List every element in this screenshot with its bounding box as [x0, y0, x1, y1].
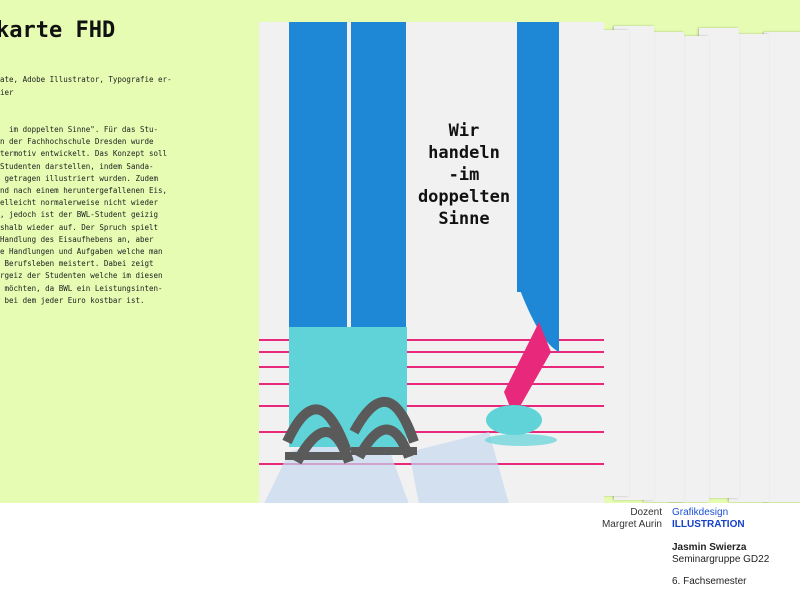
student-group: Seminargruppe GD22 [672, 554, 770, 565]
poster-copy [764, 32, 800, 502]
course-info: Grafikdesign ILLUSTRATION [672, 507, 745, 531]
course-name[interactable]: ILLUSTRATION [672, 519, 745, 530]
project-title: karte FHD [0, 18, 116, 43]
poster-slogan-line: doppelten [418, 187, 510, 207]
project-description: im doppelten Sinne". Für das Stu- n der … [0, 125, 168, 305]
student-name: Jasmin Swierza [672, 542, 747, 553]
poster-slogan-line: Sinne [438, 209, 489, 229]
project-tools: ate, Adobe Illustrator, Typografie er- i… [0, 75, 172, 97]
poster-illustration: Wir handeln -im doppelten Sinne [259, 22, 604, 503]
poster-slogan-line: handeln [428, 143, 500, 163]
course-department[interactable]: Grafikdesign [672, 507, 729, 518]
lecturer-role: Dozent [630, 507, 662, 518]
project-hero: karte FHD ate, Adobe Illustrator, Typogr… [0, 0, 800, 503]
lecturer-name: Margret Aurin [601, 519, 662, 530]
lecturer-info: Dozent Margret Aurin [560, 507, 662, 531]
student-semester: 6. Fachsemester [672, 576, 747, 587]
student-info: Jasmin Swierza Seminargruppe GD22 6. Fac… [672, 542, 769, 588]
poster-slogan-line: Wir [449, 121, 480, 141]
poster-slogan-line: -im [449, 165, 480, 185]
